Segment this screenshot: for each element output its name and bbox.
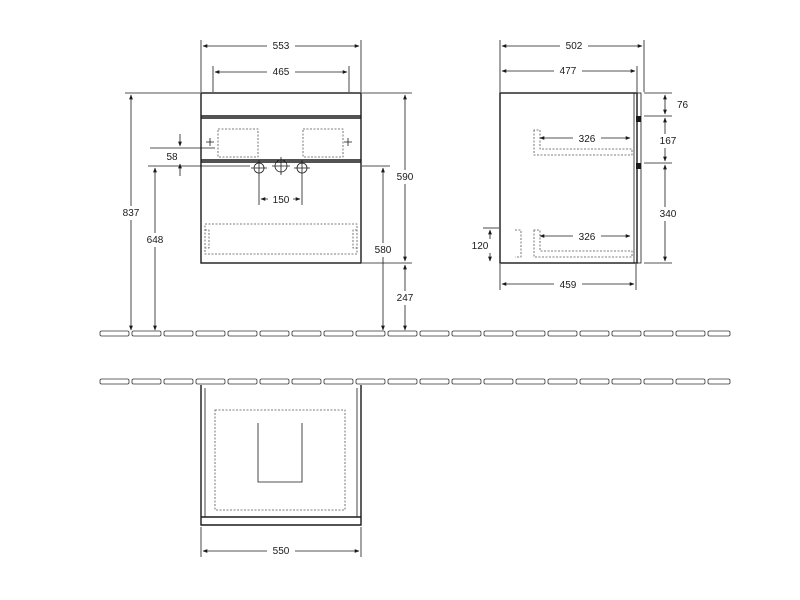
hatch-segment [323, 378, 354, 385]
hatch-segment [451, 330, 482, 337]
upper-drawer-handle-icon [636, 116, 641, 122]
hatch-segment [387, 378, 418, 385]
dim-120-label: 120 [472, 241, 489, 252]
dim-150-label: 150 [273, 195, 290, 206]
lower-drawer-handle-icon [636, 163, 641, 169]
side-view: 502 477 459 326 326 76 167 340 [470, 39, 689, 291]
top-cabinet-outline [200, 385, 362, 526]
hatch-segment [259, 378, 290, 385]
dim-580-label: 580 [375, 245, 392, 256]
top-siphon-cutout [257, 423, 303, 483]
hatch-segment [707, 378, 731, 385]
hatch-segment [643, 330, 674, 337]
hatch-segment [259, 330, 290, 337]
tap-hole-icon [272, 157, 290, 175]
hatch-segment [195, 330, 226, 337]
hatch-segment [323, 330, 354, 337]
hatch-segment [163, 378, 194, 385]
dim-477-label: 477 [560, 66, 577, 77]
hatch-segment [707, 330, 731, 337]
hatch-segment [291, 378, 322, 385]
hatch-segment [675, 378, 706, 385]
hatch-segment [387, 330, 418, 337]
tap-hole-icon [294, 160, 310, 176]
upper-drawer-outline [533, 129, 633, 156]
dim-76-label: 76 [677, 100, 689, 111]
hatch-segment [579, 330, 610, 337]
hatch-segment [419, 330, 450, 337]
top-drawer-hidden [214, 409, 346, 511]
dim-648-label: 648 [147, 235, 164, 246]
hatch-segment [643, 378, 674, 385]
hatch-segment [291, 330, 322, 337]
side-cabinet-body [499, 92, 638, 264]
dim-58-label: 58 [166, 152, 178, 163]
hatch-segment [579, 378, 610, 385]
dim-837-label: 837 [123, 208, 140, 219]
hatch-segment [227, 378, 258, 385]
hatch-segment [451, 378, 482, 385]
hatch-segment [547, 330, 578, 337]
hatch-segment [227, 330, 258, 337]
hatch-segment [515, 378, 546, 385]
hatch-segment [419, 378, 450, 385]
hatch-segment [547, 378, 578, 385]
hatch-segment [483, 330, 514, 337]
dim-502-label: 502 [566, 41, 583, 52]
lower-drawer-outline [533, 229, 633, 258]
dim-247-label: 247 [397, 293, 414, 304]
dim-167-label: 167 [660, 136, 677, 147]
dim-550-label: 550 [273, 546, 290, 557]
dim-326-upper-label: 326 [579, 134, 596, 145]
hatch-segment [131, 330, 162, 337]
front-cabinet-body [200, 92, 362, 264]
dim-326-lower-label: 326 [579, 232, 596, 243]
hatch-segment [355, 330, 386, 337]
top-view: 550 [200, 385, 362, 557]
hatch-segment [515, 330, 546, 337]
dim-553-label: 553 [273, 41, 290, 52]
dim-590-label: 590 [397, 172, 414, 183]
dim-459-label: 459 [560, 280, 577, 291]
tap-hole-icon [251, 160, 267, 176]
wall-line-plan [99, 378, 731, 385]
front-upper-right-compartment [302, 128, 344, 158]
front-view: 553 465 58 150 837 648 590 [121, 39, 415, 331]
hatch-segment [355, 378, 386, 385]
hatch-segment [163, 330, 194, 337]
hatch-segment [483, 378, 514, 385]
hatch-segment [99, 378, 130, 385]
hatch-segment [195, 378, 226, 385]
dim-340-label: 340 [660, 209, 677, 220]
hatch-segment [611, 378, 642, 385]
hatch-segment [131, 378, 162, 385]
front-lower-compartment [204, 223, 358, 255]
front-upper-left-compartment [217, 128, 259, 158]
dim-465-label: 465 [273, 67, 290, 78]
hatch-segment [611, 330, 642, 337]
floor-line-elevation [99, 330, 731, 337]
hatch-segment [99, 330, 130, 337]
hatch-segment [675, 330, 706, 337]
